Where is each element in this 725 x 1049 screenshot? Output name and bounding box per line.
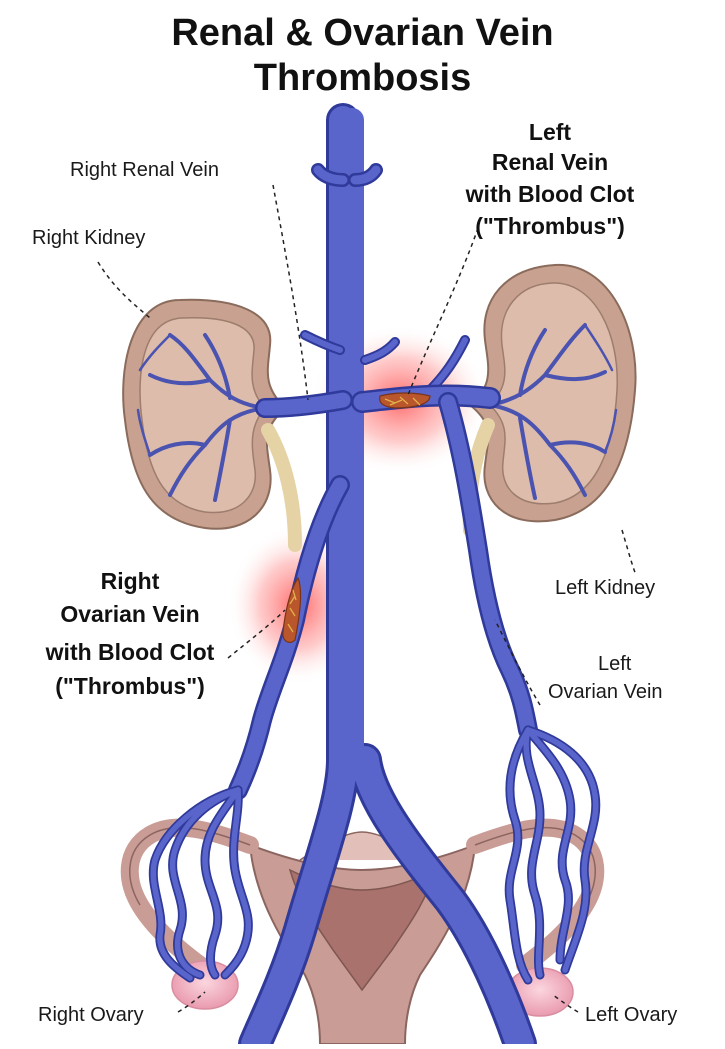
label-right-ovary: Right Ovary (38, 1003, 144, 1028)
callout-right-ovarian-line-2: Ovarian Vein (30, 600, 230, 628)
title-line-2: Thrombosis (0, 55, 725, 101)
callout-right-ovarian-line-1: Right (60, 567, 200, 595)
callout-right-ovarian-line-4: ("Thrombus") (30, 672, 230, 700)
label-right-renal-vein: Right Renal Vein (70, 158, 219, 183)
label-left-kidney: Left Kidney (555, 576, 655, 601)
label-left-ovarian-vein-line-2: Ovarian Vein (548, 680, 663, 705)
label-left-ovary: Left Ovary (585, 1003, 677, 1028)
callout-left-renal-line-1: Left (500, 118, 600, 146)
callout-left-renal-line-3: with Blood Clot (450, 180, 650, 208)
callout-right-ovarian-line-3: with Blood Clot (20, 638, 240, 666)
title-line-1: Renal & Ovarian Vein (0, 10, 725, 56)
callout-left-renal-line-4: ("Thrombus") (460, 212, 640, 240)
label-left-ovarian-vein-line-1: Left (598, 652, 631, 677)
right-kidney (123, 300, 295, 545)
label-right-kidney: Right Kidney (32, 226, 145, 251)
callout-left-renal-line-2: Renal Vein (470, 148, 630, 176)
